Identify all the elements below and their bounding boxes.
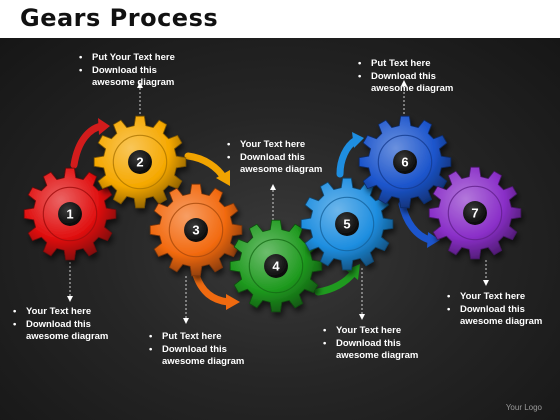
gear-7: 7 bbox=[428, 166, 522, 260]
text-block-6-line-3: awesome diagram bbox=[371, 83, 454, 94]
logo-placeholder: Your Logo bbox=[505, 403, 542, 412]
connector-1-head bbox=[67, 296, 73, 302]
flow-arrow-5-6 bbox=[336, 136, 360, 178]
gear-3-hub bbox=[184, 218, 208, 242]
connector-4-head bbox=[270, 184, 276, 190]
flow-arrows bbox=[70, 118, 440, 310]
connector-arrowheads bbox=[67, 80, 489, 324]
gear-5-hub bbox=[335, 212, 359, 236]
text-block-3-line-1: Put Text here bbox=[146, 331, 244, 344]
flow-arrow-3-4 bbox=[192, 271, 232, 306]
connector-7-head bbox=[483, 280, 489, 286]
gear-1-ring bbox=[42, 186, 98, 242]
gear-5-ring bbox=[319, 196, 375, 252]
text-block-3-line-2: Download this bbox=[146, 344, 244, 357]
flow-arrow-3-4-head bbox=[226, 294, 240, 310]
gear-4-ring bbox=[248, 238, 304, 294]
gear-6-ring bbox=[377, 134, 433, 190]
gear-1-hub bbox=[58, 202, 82, 226]
connector-3-head bbox=[183, 318, 189, 324]
gear-4-hub bbox=[264, 254, 288, 278]
gear-6-number: 6 bbox=[401, 155, 408, 170]
gear-2-hub bbox=[128, 150, 152, 174]
text-block-3-line-3: awesome diagram bbox=[162, 356, 245, 367]
text-block-5-line-3: awesome diagram bbox=[336, 350, 419, 361]
gear-2-ring bbox=[112, 134, 168, 190]
gear-5-number: 5 bbox=[343, 217, 350, 232]
gear-6: 6 bbox=[358, 115, 452, 209]
connector-lines bbox=[69, 84, 487, 320]
flow-arrow-6-7-head bbox=[427, 232, 440, 248]
text-block-4: Your Text here Download this awesome dia… bbox=[224, 139, 322, 177]
gear-5: 5 bbox=[300, 177, 394, 271]
text-block-4-line-2: Download this bbox=[224, 152, 322, 165]
text-block-2-line-3: awesome diagram bbox=[92, 77, 175, 88]
gear-2-number: 2 bbox=[136, 155, 143, 170]
text-block-6-line-1: Put Text here bbox=[355, 58, 453, 71]
text-block-2-line-2: Download this bbox=[76, 65, 175, 78]
text-block-1-line-1: Your Text here bbox=[10, 306, 108, 319]
flow-arrow-2-3-head bbox=[216, 170, 230, 186]
gear-3-ring bbox=[168, 202, 224, 258]
text-block-7-line-3: awesome diagram bbox=[460, 316, 543, 327]
text-block-6: Put Text here Download this awesome diag… bbox=[355, 58, 453, 96]
gear-4: 4 bbox=[229, 219, 323, 313]
flow-arrow-5-6-head bbox=[352, 132, 364, 148]
title-bar: Gears Process bbox=[0, 0, 560, 38]
gear-3: 3 bbox=[149, 183, 243, 277]
text-block-6-line-2: Download this bbox=[355, 71, 453, 84]
flow-arrow-4-5-head bbox=[346, 264, 360, 280]
gear-7-number: 7 bbox=[471, 206, 478, 221]
text-block-7: Your Text here Download this awesome dia… bbox=[444, 291, 542, 329]
text-block-1-line-2: Download this bbox=[10, 319, 108, 332]
text-block-4-line-3: awesome diagram bbox=[240, 164, 323, 175]
flow-arrow-4-5 bbox=[314, 268, 358, 296]
gear-2: 2 bbox=[93, 115, 187, 209]
gear-7-ring bbox=[447, 185, 503, 241]
text-block-4-line-1: Your Text here bbox=[224, 139, 322, 152]
connector-2-head bbox=[137, 82, 143, 88]
text-block-5-line-1: Your Text here bbox=[320, 325, 418, 338]
gear-4-number: 4 bbox=[272, 259, 280, 274]
connector-5-head bbox=[359, 314, 365, 320]
gear-3-number: 3 bbox=[192, 223, 199, 238]
flow-arrow-6-7 bbox=[398, 200, 434, 244]
text-block-5: Your Text here Download this awesome dia… bbox=[320, 325, 418, 363]
text-block-3: Put Text here Download this awesome diag… bbox=[146, 331, 244, 369]
connector-6-head bbox=[401, 80, 407, 86]
gear-1-number: 1 bbox=[66, 207, 73, 222]
text-block-7-line-2: Download this bbox=[444, 304, 542, 317]
gear-6-hub bbox=[393, 150, 417, 174]
slide-title: Gears Process bbox=[20, 4, 219, 32]
text-block-1-line-3: awesome diagram bbox=[26, 331, 109, 342]
gear-layer: 1 2 3 4 5 6 7 bbox=[23, 115, 522, 313]
gear-1: 1 bbox=[23, 167, 117, 261]
flow-arrow-2-3 bbox=[184, 152, 228, 182]
text-block-1: Your Text here Download this awesome dia… bbox=[10, 306, 108, 344]
gear-7-hub bbox=[463, 201, 487, 225]
text-block-7-line-1: Your Text here bbox=[444, 291, 542, 304]
text-block-5-line-2: Download this bbox=[320, 338, 418, 351]
flow-arrow-1-2-head bbox=[98, 118, 110, 135]
text-block-2: Put Your Text here Download this awesome… bbox=[76, 52, 175, 90]
text-block-2-line-1: Put Your Text here bbox=[76, 52, 175, 65]
